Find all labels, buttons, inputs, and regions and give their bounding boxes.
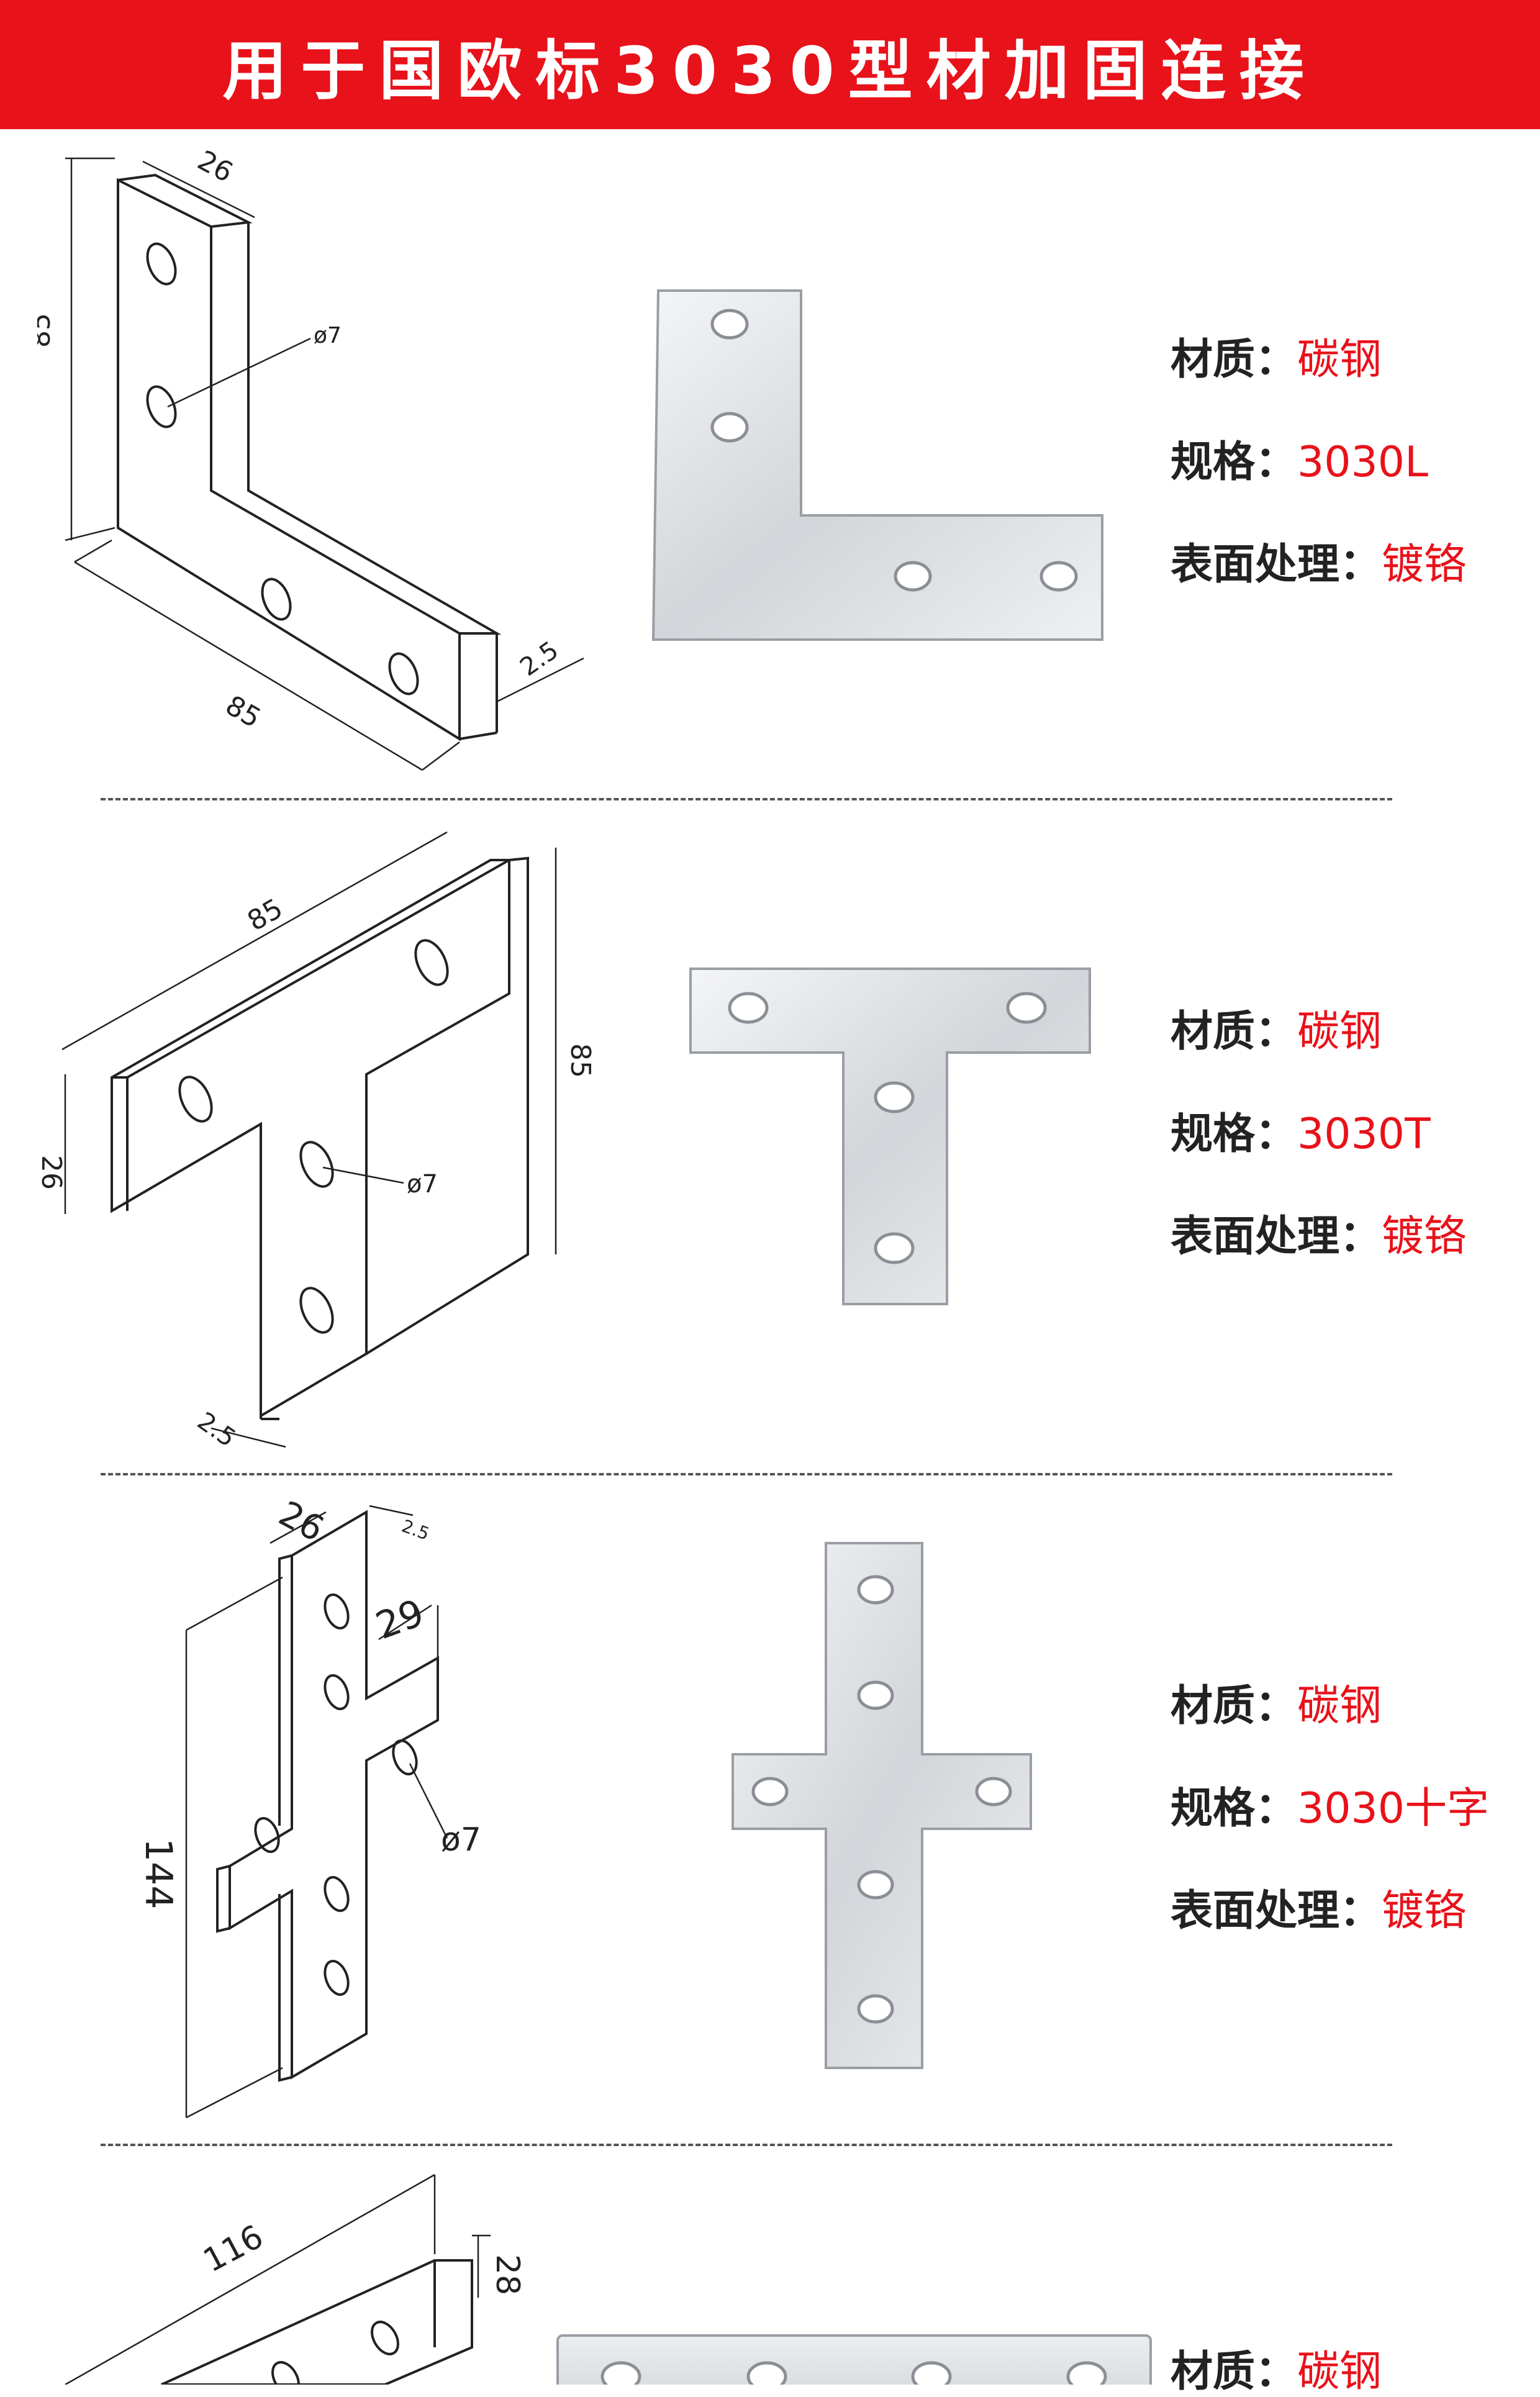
surface-value: 镀铬	[1382, 1887, 1467, 1936]
header-banner: 用于国欧标3030型材加固连接	[0, 0, 1540, 129]
t-bracket-photo	[689, 967, 1091, 1305]
t-width-label: 26	[35, 1155, 67, 1190]
l-width-label: 26	[192, 145, 238, 189]
cross-length-label: 144	[137, 1838, 180, 1910]
section-divider	[101, 1473, 1392, 1475]
material-value: 碳钢	[1297, 1007, 1382, 1056]
surface-value: 镀铬	[1382, 540, 1467, 589]
t-length-label: 85	[242, 892, 288, 937]
t-height-label: 85	[564, 1043, 596, 1078]
t-thickness-label: 2.5	[192, 1407, 241, 1453]
model-value: 3030T	[1297, 1110, 1431, 1159]
material-value: 碳钢	[1297, 2347, 1382, 2396]
section-divider	[101, 2144, 1392, 2146]
l-hole-label: ø7	[314, 323, 342, 348]
surface-label: 表面处理：	[1171, 540, 1382, 589]
l-bracket-photo	[651, 289, 1103, 641]
straight-plate-photo	[556, 2334, 1152, 2385]
l-height-label: 85	[37, 313, 57, 348]
l-length-label: 85	[220, 689, 266, 734]
cross-bracket-drawing: 26 2.5 29 144 ø7	[137, 1493, 481, 2119]
section-divider	[101, 798, 1392, 800]
model-label: 规格：	[1171, 1784, 1298, 1833]
t-bracket-drawing: 85 85 26 ø7 2.5	[35, 831, 596, 1453]
l-bracket-drawing: 26 85 ø7 85 2.5	[37, 145, 584, 771]
straight-width-label: 28	[489, 2254, 526, 2295]
material-label: 材质：	[1171, 335, 1298, 384]
model-value: 3030十字	[1297, 1784, 1490, 1833]
cross-bracket-photo	[732, 1542, 1032, 2069]
l-thickness-label: 2.5	[515, 636, 564, 682]
material-label: 材质：	[1171, 1682, 1298, 1731]
cross-hole-label: ø7	[441, 1821, 481, 1859]
straight-plate-drawing: 116 28	[65, 2173, 526, 2385]
model-label: 规格：	[1171, 1110, 1298, 1159]
model-value: 3030L	[1297, 438, 1428, 487]
banner-title: 用于国欧标3030型材加固连接	[222, 32, 1318, 109]
surface-label: 表面处理：	[1171, 1212, 1382, 1261]
surface-value: 镀铬	[1382, 1212, 1467, 1261]
surface-label: 表面处理：	[1171, 1887, 1382, 1936]
straight-length-label: 116	[197, 2218, 270, 2280]
material-value: 碳钢	[1297, 1682, 1382, 1731]
model-label: 规格：	[1171, 438, 1298, 487]
material-label: 材质：	[1171, 1007, 1298, 1056]
material-value: 碳钢	[1297, 335, 1382, 384]
cross-thickness-label: 2.5	[399, 1516, 432, 1544]
material-label: 材质：	[1171, 2347, 1298, 2396]
t-hole-label: ø7	[407, 1170, 438, 1198]
